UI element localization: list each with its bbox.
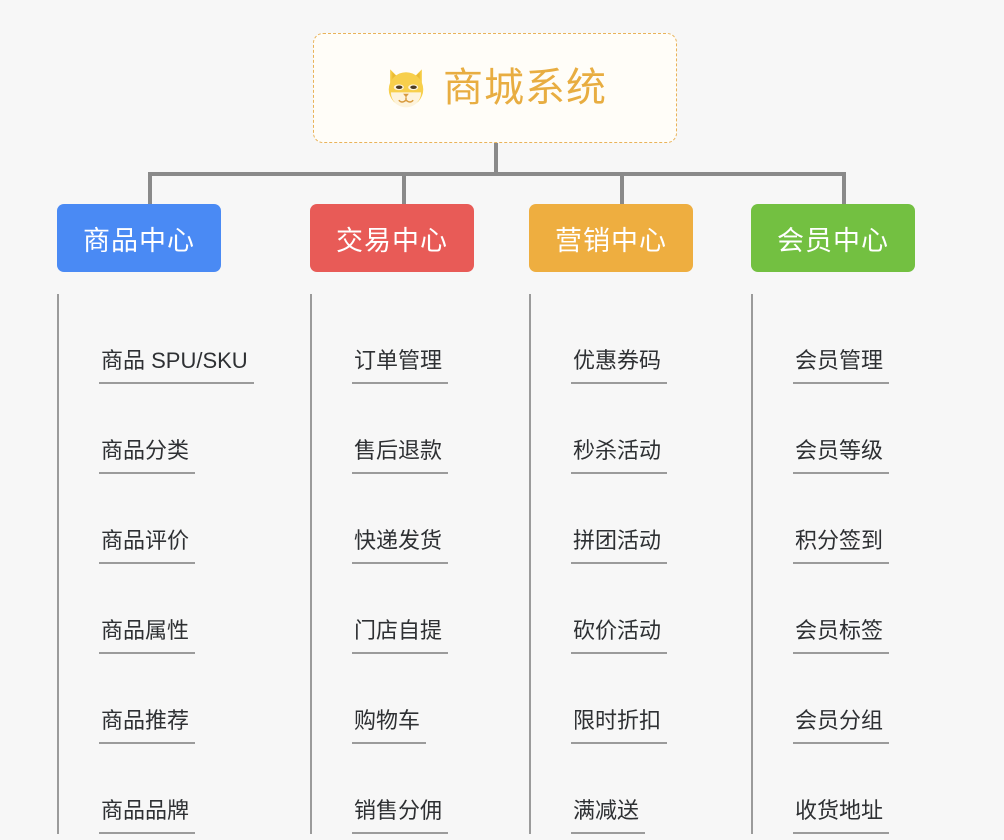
column-header-marketing-center[interactable]: 营销中心 — [529, 204, 693, 272]
column-marketing-center: 营销中心 优惠券码 秒杀活动 拼团活动 砍价活动 限时折扣 满减送 — [529, 204, 693, 834]
list-item-label: 秒杀活动 — [571, 438, 668, 474]
list-item[interactable]: 订单管理 — [314, 294, 449, 384]
column-header-trade-center[interactable]: 交易中心 — [310, 204, 474, 272]
list-item[interactable]: 优惠券码 — [533, 294, 668, 384]
list-item-label: 订单管理 — [352, 348, 449, 384]
list-item-label: 优惠券码 — [571, 348, 668, 384]
list-item[interactable]: 商品评价 — [61, 474, 254, 564]
column-header-label: 营销中心 — [555, 225, 667, 256]
list-item-label: 满减送 — [571, 798, 646, 834]
list-item-label: 售后退款 — [352, 438, 449, 474]
column-header-product-center[interactable]: 商品中心 — [57, 204, 221, 272]
root-node[interactable]: 商城系统 — [313, 33, 677, 143]
list-item-label: 会员管理 — [793, 348, 890, 384]
list-item-label: 门店自提 — [352, 618, 449, 654]
list-item[interactable]: 快递发货 — [314, 474, 449, 564]
connector-bus — [148, 172, 846, 176]
connector-root-stem — [494, 143, 498, 175]
list-item-label: 积分签到 — [793, 528, 890, 564]
list-item[interactable]: 满减送 — [533, 744, 667, 834]
list-item-label: 快递发货 — [352, 528, 449, 564]
list-item-label: 会员分组 — [793, 708, 890, 744]
list-item-label: 商品推荐 — [99, 708, 196, 744]
list-item-label: 限时折扣 — [571, 708, 668, 744]
list-item[interactable]: 商品分类 — [61, 384, 254, 474]
list-item[interactable]: 会员标签 — [755, 564, 890, 654]
list-item-label: 销售分佣 — [352, 798, 449, 834]
column-items-marketing-center: 优惠券码 秒杀活动 拼团活动 砍价活动 限时折扣 满减送 — [529, 294, 668, 834]
list-item-label: 拼团活动 — [571, 528, 668, 564]
list-item[interactable]: 会员等级 — [755, 384, 890, 474]
list-item[interactable]: 砍价活动 — [533, 564, 668, 654]
column-header-label: 商品中心 — [83, 225, 195, 256]
connector-drop-1 — [148, 172, 152, 206]
list-item-label: 会员标签 — [793, 618, 890, 654]
column-member-center: 会员中心 会员管理 会员等级 积分签到 会员标签 会员分组 收货地址 — [751, 204, 915, 834]
list-item[interactable]: 秒杀活动 — [533, 384, 668, 474]
list-item-label: 商品品牌 — [99, 798, 196, 834]
column-items-member-center: 会员管理 会员等级 积分签到 会员标签 会员分组 收货地址 — [751, 294, 890, 834]
list-item[interactable]: 购物车 — [314, 654, 448, 744]
column-items-product-center: 商品 SPU/SKU 商品分类 商品评价 商品属性 商品推荐 商品品牌 — [57, 294, 254, 834]
connector-drop-2 — [402, 172, 406, 206]
root-title: 商城系统 — [443, 66, 607, 110]
list-item[interactable]: 商品推荐 — [61, 654, 254, 744]
list-item[interactable]: 收货地址 — [755, 744, 890, 834]
column-product-center: 商品中心 商品 SPU/SKU 商品分类 商品评价 商品属性 商品推荐 商品品牌 — [57, 204, 254, 834]
list-item[interactable]: 销售分佣 — [314, 744, 449, 834]
list-item[interactable]: 限时折扣 — [533, 654, 668, 744]
list-item[interactable]: 积分签到 — [755, 474, 890, 564]
column-header-label: 会员中心 — [777, 225, 889, 256]
list-item-label: 会员等级 — [793, 438, 890, 474]
list-item[interactable]: 会员分组 — [755, 654, 890, 744]
list-item-label: 收货地址 — [793, 798, 890, 834]
list-item[interactable]: 售后退款 — [314, 384, 449, 474]
shiba-dog-icon — [383, 65, 429, 111]
list-item[interactable]: 商品品牌 — [61, 744, 254, 834]
list-item[interactable]: 会员管理 — [755, 294, 890, 384]
list-item[interactable]: 商品 SPU/SKU — [61, 294, 254, 384]
column-header-member-center[interactable]: 会员中心 — [751, 204, 915, 272]
column-trade-center: 交易中心 订单管理 售后退款 快递发货 门店自提 购物车 销售分佣 — [310, 204, 474, 834]
list-item-label: 砍价活动 — [571, 618, 668, 654]
list-item[interactable]: 商品属性 — [61, 564, 254, 654]
list-item-label: 购物车 — [352, 708, 427, 744]
list-item-label: 商品分类 — [99, 438, 196, 474]
connector-drop-4 — [842, 172, 846, 206]
column-items-trade-center: 订单管理 售后退款 快递发货 门店自提 购物车 销售分佣 — [310, 294, 449, 834]
list-item-label: 商品属性 — [99, 618, 196, 654]
connector-drop-3 — [620, 172, 624, 206]
column-header-label: 交易中心 — [336, 225, 448, 256]
list-item-label: 商品 SPU/SKU — [99, 348, 254, 384]
list-item[interactable]: 拼团活动 — [533, 474, 668, 564]
list-item[interactable]: 门店自提 — [314, 564, 449, 654]
list-item-label: 商品评价 — [99, 528, 196, 564]
